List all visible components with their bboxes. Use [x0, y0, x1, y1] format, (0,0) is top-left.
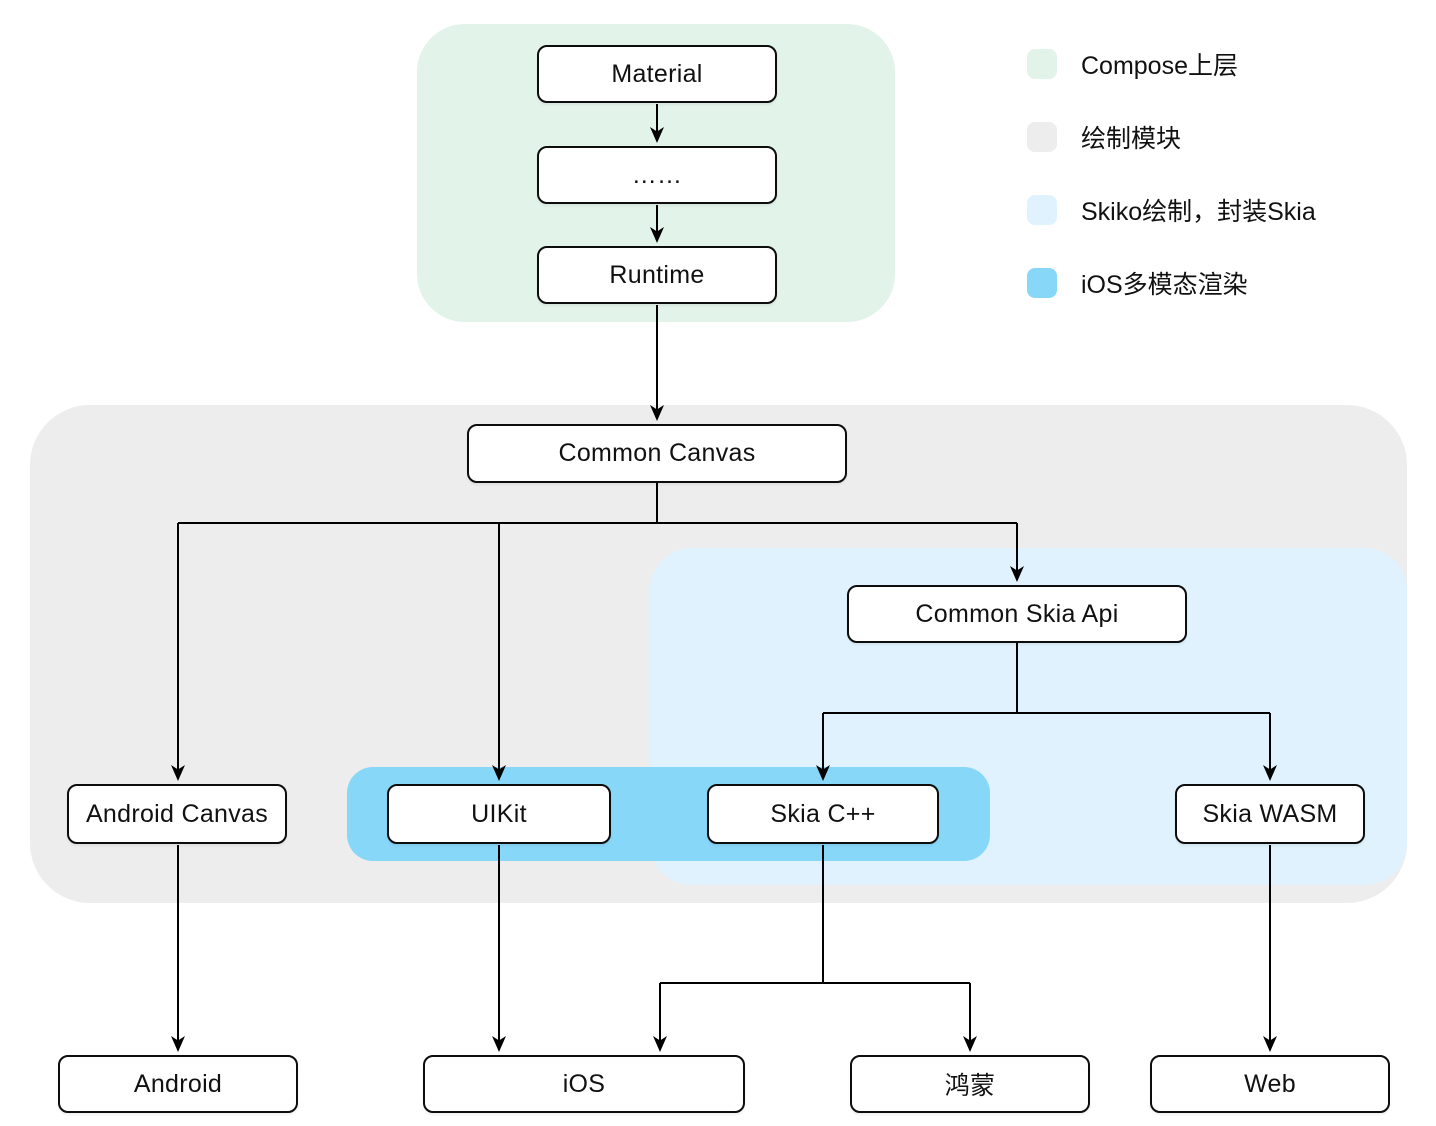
node-runtime: Runtime [537, 246, 777, 304]
node-web: Web [1150, 1055, 1390, 1113]
node-skia-wasm: Skia WASM [1175, 784, 1365, 844]
node-web-label: Web [1244, 1069, 1296, 1098]
legend-swatch-blue [1027, 268, 1057, 298]
node-skia-cpp: Skia C++ [707, 784, 939, 844]
node-android-canvas-label: Android Canvas [85, 799, 269, 828]
legend-item-drawing-module: 绘制模块 [1027, 122, 1427, 153]
node-android-label: Android [133, 1069, 223, 1098]
legend-item-skiko: Skiko绘制，封装Skia [1027, 195, 1427, 226]
node-common-canvas-label: Common Canvas [558, 439, 756, 467]
node-material-label: Material [611, 59, 703, 88]
node-uikit: UIKit [387, 784, 611, 844]
legend-label: 绘制模块 [1081, 125, 1182, 153]
node-harmonyos-label: 鸿蒙 [944, 1072, 996, 1100]
node-harmonyos: 鸿蒙 [850, 1055, 1090, 1113]
node-common-skia-api-label: Common Skia Api [915, 599, 1119, 628]
legend-label: Compose上层 [1081, 52, 1238, 80]
node-ios-label: iOS [562, 1069, 606, 1098]
node-common-canvas: Common Canvas [467, 424, 847, 483]
legend-label: Skiko绘制，封装Skia [1081, 198, 1316, 226]
node-ellipsis-label: …… [631, 160, 683, 189]
legend-item-ios-multimode: iOS多模态渲染 [1027, 268, 1427, 299]
node-uikit-label: UIKit [471, 799, 527, 828]
node-common-skia-api: Common Skia Api [847, 585, 1187, 643]
node-skia-wasm-label: Skia WASM [1202, 799, 1338, 828]
legend-swatch-lightblue [1027, 195, 1057, 225]
node-android-canvas: Android Canvas [67, 784, 287, 844]
node-runtime-label: Runtime [609, 260, 705, 289]
node-ellipsis: …… [537, 146, 777, 204]
node-android: Android [58, 1055, 298, 1113]
legend-swatch-gray [1027, 122, 1057, 152]
node-ios: iOS [423, 1055, 745, 1113]
legend-label: iOS多模态渲染 [1081, 271, 1248, 299]
legend: Compose上层 绘制模块 Skiko绘制，封装Skia iOS多模态渲染 [1027, 49, 1427, 341]
node-skia-cpp-label: Skia C++ [770, 799, 876, 828]
node-material: Material [537, 45, 777, 103]
legend-item-compose-upper: Compose上层 [1027, 49, 1427, 80]
legend-swatch-green [1027, 49, 1057, 79]
